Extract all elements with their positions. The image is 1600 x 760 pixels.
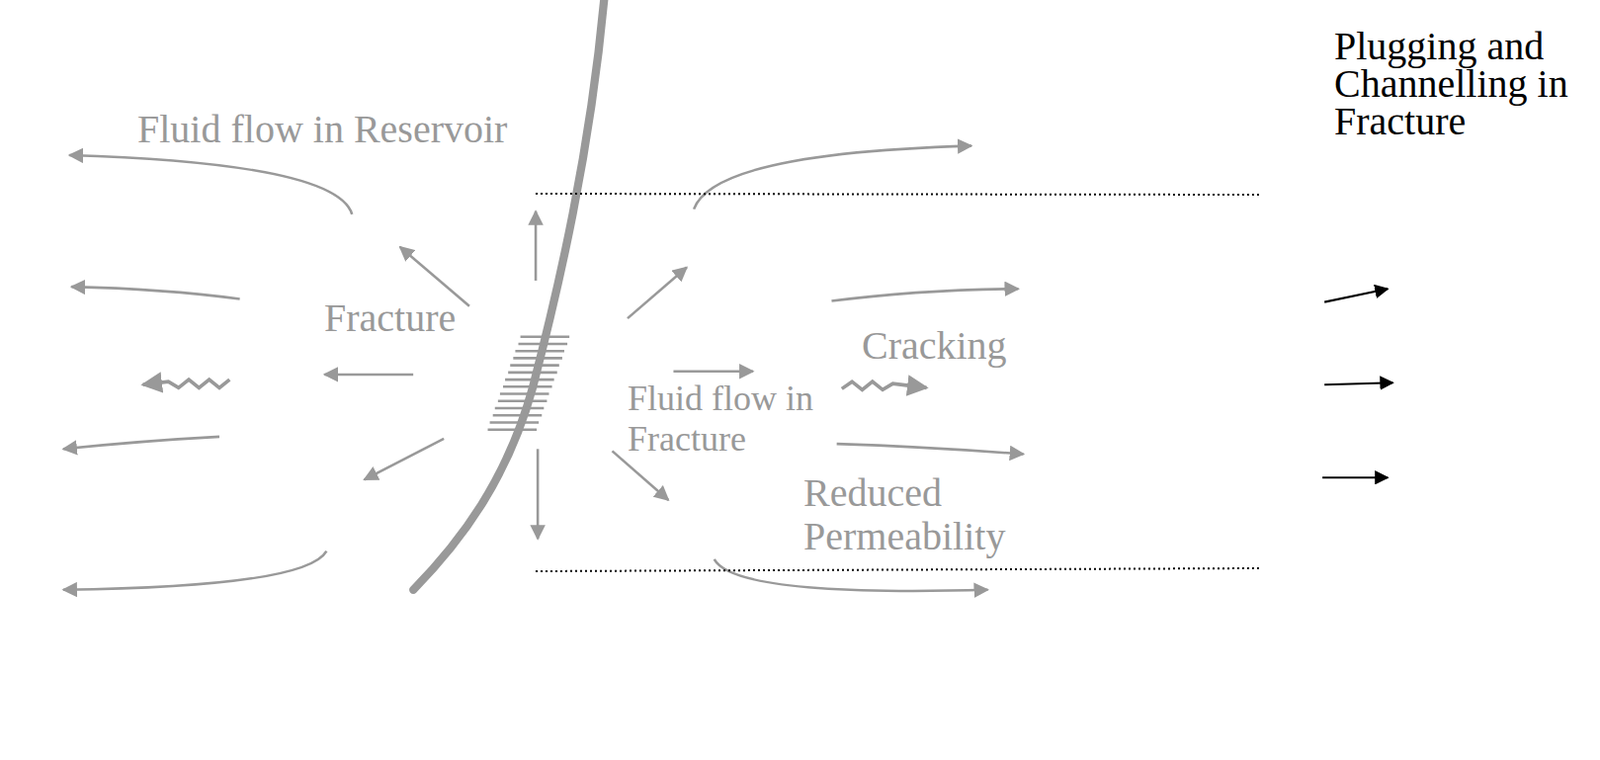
baserock-hatch: [20, 673, 1057, 760]
fracture-flow-arrow: [673, 370, 754, 374]
zone-label: Cracking: [861, 324, 1030, 368]
cracking-arrow: [842, 381, 927, 390]
zone-label: Fluid flow in Fracture: [627, 378, 826, 461]
fracture-detail-outline: [1247, 193, 1599, 570]
zone-label: Fracture: [324, 296, 512, 340]
reservoir-flow-arrow: [693, 146, 972, 210]
zone-label: Fluid flow in Reservoir: [137, 107, 563, 152]
cracking-arrow: [143, 379, 231, 388]
reservoir-flow-arrow: [63, 436, 220, 449]
top-boundary: [4, 101, 1062, 104]
channel-flow-arrows: [1322, 288, 1393, 478]
flow-channels: [1266, 243, 1572, 501]
reservoir-flow-arrow: [63, 551, 327, 590]
fracture-flow-arrow: [324, 373, 414, 377]
bottom-boundary: [7, 668, 1077, 673]
reservoir-flow-arrow: [71, 286, 240, 299]
fracture-flow-arrow: [627, 267, 687, 320]
fracture-flow-arrow: [364, 438, 445, 480]
reservoir-layer: [20, 106, 1057, 669]
reservoir-flow-arrow: [69, 155, 352, 215]
wellbore: [413, 0, 604, 590]
zone-label: Reduced Permeability: [803, 471, 1031, 559]
reservoir-flow-arrow: [831, 288, 1018, 301]
reservoir-flow-arrow: [837, 443, 1024, 454]
reservoir-zone: Fluid flow in ReservoirCrackingReduced P…: [20, 106, 1057, 669]
perforations: [488, 336, 571, 430]
reduced-permeability-zone-outline: [101, 106, 1006, 641]
fracture-flow-arrow: [534, 211, 538, 281]
zoom-leader: [535, 193, 1262, 572]
layer-line: [20, 637, 1057, 640]
zone-label: Plugging and Channelling in Fracture: [1334, 27, 1596, 141]
caprock-hatch: [20, 0, 1057, 102]
fracture-flow-arrow: [536, 448, 540, 539]
fracture-ellipse: FractureFluid flow in Fracture: [245, 193, 827, 572]
reservoir-flow-arrow: [714, 559, 989, 591]
reduced-permeability-zone: CrackingReduced PermeabilityFractureFlui…: [101, 106, 1006, 641]
fracture-detail: Plugging and Channelling in Fracture: [1247, 193, 1599, 570]
